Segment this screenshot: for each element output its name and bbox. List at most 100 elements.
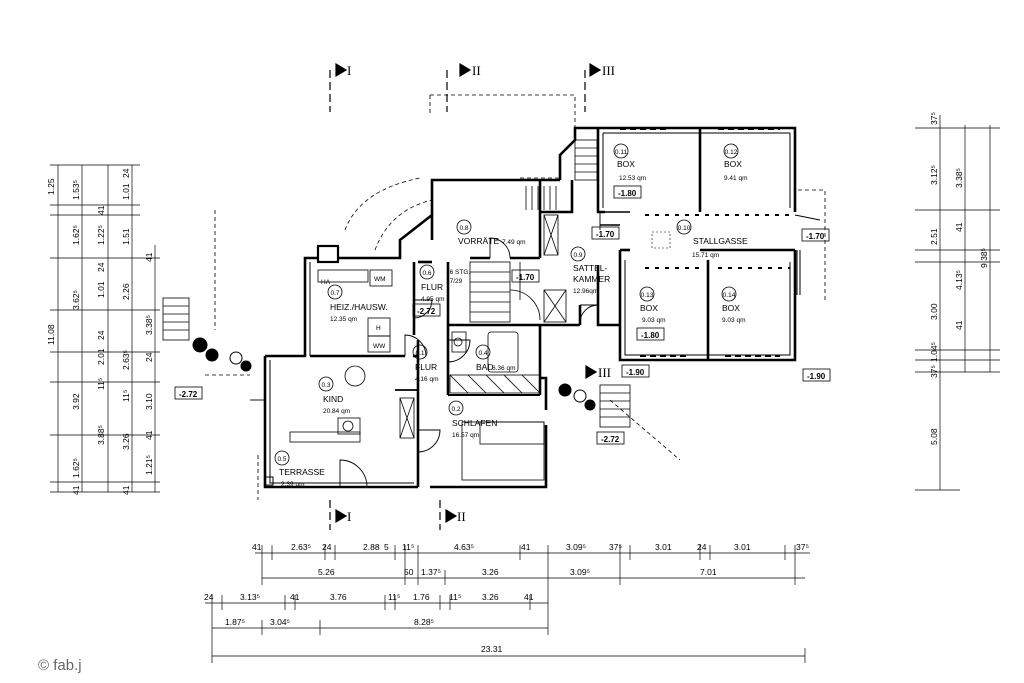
dim-value: 5.26: [318, 567, 335, 577]
room-area: 9.41 qm: [724, 175, 748, 182]
dim-value: 41: [524, 592, 534, 602]
dim-value: 37⁵: [609, 542, 622, 552]
dim-value: 2.01: [96, 348, 106, 365]
level-label: -2.72: [179, 390, 198, 399]
stair-ratio: 17/29: [446, 278, 463, 285]
dim-value: 2.63⁵: [291, 542, 311, 552]
room-name: BOX: [617, 159, 635, 169]
room-area: 12.53 qm: [619, 175, 646, 182]
dim-value: 4.13⁵: [954, 270, 964, 290]
room-number: 0.14: [723, 292, 736, 299]
dim-value: 37⁵: [929, 365, 939, 378]
stair-steps: 16 STG.: [446, 269, 470, 276]
dim-value: 11⁵: [402, 542, 414, 552]
level-label: -1.80: [641, 331, 660, 340]
dim-value: 1.62⁵: [71, 458, 81, 478]
copyright-label: © fab.j: [38, 657, 82, 674]
fixture-ha: HA: [321, 279, 331, 286]
level-label: -1.80: [618, 189, 637, 198]
dashed-outlines: [205, 94, 826, 500]
dim-value: 1.01: [96, 281, 106, 298]
room-area: 12.35 qm: [330, 316, 357, 323]
level-label: -1.90: [626, 368, 645, 377]
dim-value: 41: [252, 542, 262, 552]
dim-value: 41: [954, 320, 964, 330]
terrasse-marker: [264, 476, 274, 486]
dim-value: 37⁵: [796, 542, 809, 552]
room-number: 0.1: [415, 350, 424, 357]
room-name: KIND: [323, 394, 343, 404]
dim-value: 1.53⁵: [71, 180, 81, 200]
section-label-3-top: III: [602, 63, 615, 78]
fixture-h: H: [376, 325, 381, 332]
right-dimension-values: 37⁵ 3.12⁵ 2.51 41 3.00 1.04⁵ 41 37⁵ 5.08…: [929, 112, 989, 445]
fixture-ww: WW: [373, 343, 386, 350]
room-name: STALLGASSE: [693, 236, 748, 246]
section-label-2-bottom: II: [457, 509, 466, 524]
room-number: 0.11: [615, 149, 628, 156]
bottom-dimension-values: 41 2.63⁵ 24 2.88 5 11⁵ 4.63⁵ 41 3.09⁵ 37…: [204, 542, 809, 654]
room-name-2: KAMMER: [573, 274, 610, 284]
shafts: [399, 214, 567, 439]
room-name: FLUR: [415, 362, 437, 372]
level-label: -1.70: [516, 273, 535, 282]
stall-vents: [620, 128, 801, 357]
dim-value: 1.87⁵: [225, 617, 245, 627]
room-name: BOX: [640, 303, 658, 313]
room-number: 0.6: [422, 270, 431, 277]
room-area: 9.03 qm: [722, 317, 746, 324]
dim-value: 24: [121, 168, 131, 178]
dim-value: 2.26: [121, 283, 131, 300]
dim-value: 41: [954, 222, 964, 232]
room-number: 0.3: [321, 382, 330, 389]
dim-value: 3.01: [734, 542, 751, 552]
room-area: 4.95 qm: [421, 296, 445, 303]
dim-value: 24: [322, 542, 332, 552]
dim-value: 1.51: [121, 228, 131, 245]
room-name: BOX: [724, 159, 742, 169]
dim-value: 37⁵: [929, 112, 939, 125]
level-labels: -1.80 -1.70 -1.70 -1.70 -1.80 -1.90 -1.9…: [179, 189, 826, 444]
dim-value: 3.04⁵: [270, 617, 290, 627]
room-name: TERRASSE: [279, 467, 325, 477]
dim-value: 8.28⁵: [414, 617, 434, 627]
dim-value: 1.76: [413, 592, 430, 602]
room-area: 7.49 qm: [502, 239, 526, 246]
dim-value: 41: [71, 485, 81, 495]
level-label: -2.72: [417, 307, 436, 316]
dim-value: 1.01: [121, 183, 131, 200]
dim-value: 2.88: [363, 542, 380, 552]
dim-value: 41: [144, 430, 154, 440]
room-number: 0.10: [678, 225, 691, 232]
doors: [250, 212, 821, 488]
section-markers: [329, 62, 602, 530]
room-area: 9.03 qm: [642, 317, 666, 324]
furniture: [289, 269, 545, 481]
dim-value: 3.38⁵: [144, 315, 154, 335]
room-area: 6.36 qm: [492, 365, 516, 372]
dim-value: 41: [290, 592, 300, 602]
room-number: 0.12: [725, 149, 738, 156]
dim-value: 5: [384, 542, 389, 552]
room-area: 12.96qm: [573, 288, 598, 295]
level-label: -2.72: [601, 435, 620, 444]
level-label: -1.70: [806, 232, 825, 241]
dim-value: 3.09⁵: [570, 567, 590, 577]
dim-value: 3.92: [71, 393, 81, 410]
room-name: HEIZ./HAUSW.: [330, 302, 388, 312]
room-number: 0.9: [573, 252, 582, 259]
dim-value: 4.63⁵: [454, 542, 474, 552]
room-number: 0.4: [478, 350, 487, 357]
dim-value: 24: [204, 592, 214, 602]
room-area: 4.16 qm: [415, 376, 439, 383]
room-area: 20.84 qm: [323, 408, 350, 415]
dim-value: 1.25: [46, 178, 56, 195]
dim-total: 23.31: [481, 644, 503, 654]
dim-value: 3.38⁵: [954, 168, 964, 188]
dim-value: 50: [404, 567, 414, 577]
dim-value: 3.12⁵: [929, 165, 939, 185]
bottom-dimension-lines: [205, 545, 810, 663]
dim-value: 24: [697, 542, 707, 552]
section-label-2-top: II: [472, 63, 481, 78]
room-name: BOX: [722, 303, 740, 313]
